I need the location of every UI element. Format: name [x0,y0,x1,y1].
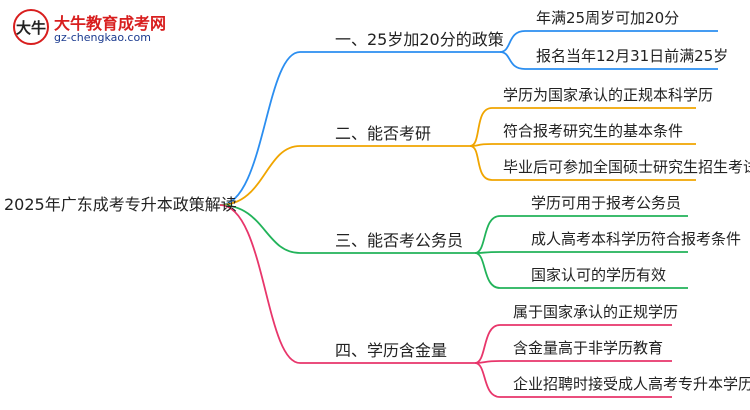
connector-branch-4-leaf-1 [474,324,672,364]
logo-url: gz-chengkao.com [54,31,151,44]
connector-branch-3-leaf-3 [474,252,688,289]
connector-branch-4-leaf-2 [474,360,672,364]
logo-mark-icon: 大牛 [13,9,49,45]
connector-branch-1-leaf-1 [499,30,718,53]
connector-root-branch-4 [219,204,475,364]
leaf-4-3: 企业招聘时接受成人高考专升本学历 [513,375,750,393]
root-node: 2025年广东成考专升本政策解读 [4,195,237,214]
leaf-1-1: 年满25周岁可加20分 [536,9,680,27]
logo-title: 大牛教育成考网 [54,14,167,33]
leaf-1-2: 报名当年12月31日前满25岁 [536,47,729,65]
leaf-3-3: 国家认可的学历有效 [531,266,667,284]
leaf-2-3: 毕业后可参加全国硕士研究生招生考试 [503,158,750,176]
svg-text:大牛: 大牛 [16,19,46,37]
connector-branch-4-leaf-3 [474,362,672,398]
leaf-4-2: 含金量高于非学历教育 [513,339,664,357]
leaf-2-2: 符合报考研究生的基本条件 [503,122,684,140]
branch-2-label: 二、能否考研 [335,124,432,143]
connector-root-branch-1 [219,51,500,206]
leaf-3-2: 成人高考本科学历符合报考条件 [531,230,742,248]
connector-branch-3-leaf-2 [474,251,688,254]
leaf-2-1: 学历为国家承认的正规本科学历 [503,86,714,104]
connector-branch-1-leaf-2 [499,51,718,70]
connector-branch-2-leaf-1 [469,107,696,147]
branch-3-label: 三、能否考公务员 [335,231,464,250]
leaf-4-1: 属于国家承认的正规学历 [513,303,679,321]
connector-branch-2-leaf-2 [469,143,696,147]
connector-branch-2-leaf-3 [469,145,696,181]
connector-root-branch-3 [219,204,475,254]
branch-4-label: 四、学历含金量 [335,341,448,360]
branch-1-label: 一、25岁加20分的政策 [335,30,504,49]
connector-branch-3-leaf-1 [474,215,688,254]
leaf-3-1: 学历可用于报考公务员 [531,194,682,212]
connector-root-branch-2 [219,145,470,206]
